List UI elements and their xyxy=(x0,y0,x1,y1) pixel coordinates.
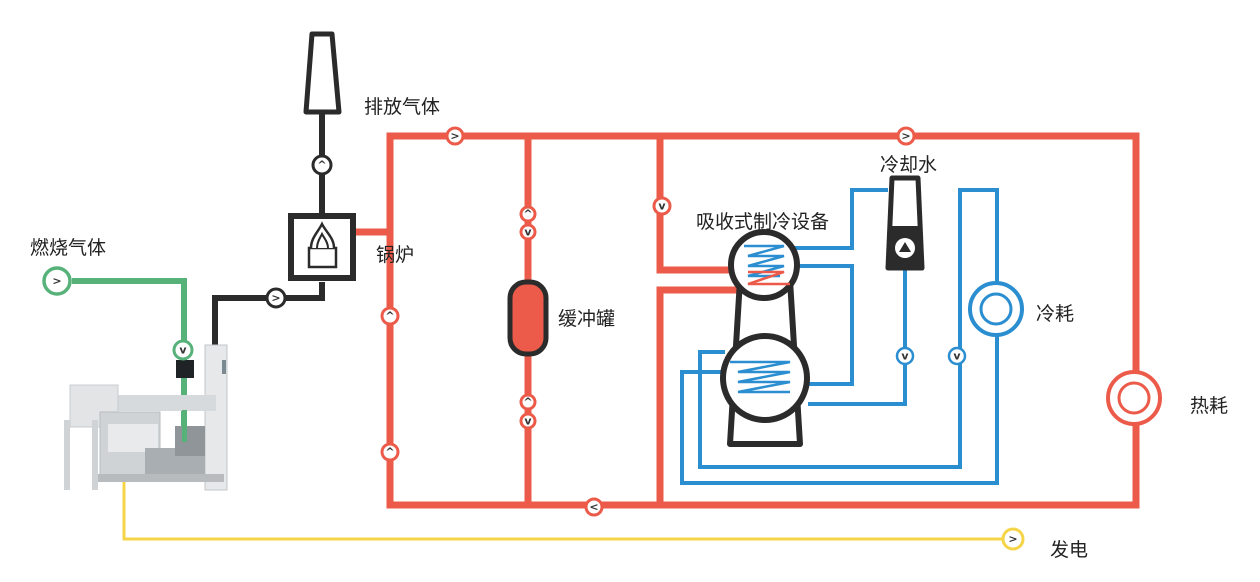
flow-valve-icon: > xyxy=(445,126,465,146)
flow-valve-icon: ^ xyxy=(380,442,400,462)
flow-valve-icon: > xyxy=(896,126,916,146)
svg-text:<: < xyxy=(589,501,598,514)
buffer-tank-label: 缓冲罐 xyxy=(558,308,616,330)
chilled-water-loop xyxy=(680,188,999,485)
boiler-label: 锅炉 xyxy=(376,244,415,266)
fuel-gas-line xyxy=(72,278,187,440)
power-line: > xyxy=(122,468,1025,551)
power-generation-label: 发电 xyxy=(1050,539,1089,561)
cooling-load-label: 冷耗 xyxy=(1036,303,1075,325)
flow-valve-icon: < xyxy=(584,497,604,517)
flow-valves: > > ^ v ^ v v ^ ^ < v v ^ > > v xyxy=(42,126,967,517)
svg-text:v: v xyxy=(901,350,909,363)
flow-valve-icon: ^ xyxy=(519,205,537,223)
flow-valve-icon: v xyxy=(172,339,194,361)
svg-text:^: ^ xyxy=(523,396,532,409)
flow-valve-icon: v xyxy=(519,412,537,430)
exhaust-stack-icon xyxy=(303,31,342,115)
flow-valve-icon: v xyxy=(519,223,537,241)
absorption-chiller-icon xyxy=(720,229,810,447)
cooling-load-icon xyxy=(968,281,1024,337)
boiler-flame-icon xyxy=(288,213,356,281)
svg-text:v: v xyxy=(524,415,532,428)
svg-text:>: > xyxy=(450,130,459,143)
flow-valve-icon: ^ xyxy=(311,154,333,176)
cooling-water-label: 冷却水 xyxy=(880,154,938,176)
svg-text:>: > xyxy=(52,275,61,288)
cooling-tower-icon xyxy=(885,175,925,271)
flow-valve-icon: ^ xyxy=(380,306,400,326)
flow-valve-icon: v xyxy=(652,196,672,216)
buffer-tank-icon xyxy=(507,279,549,357)
exhaust-gas-label: 排放气体 xyxy=(364,96,441,118)
gas-engine-unit-icon xyxy=(64,344,228,491)
svg-text:v: v xyxy=(953,350,961,363)
svg-text:>: > xyxy=(901,130,910,143)
combustion-gas-label: 燃烧气体 xyxy=(30,237,107,259)
svg-text:>: > xyxy=(1008,533,1017,546)
svg-text:v: v xyxy=(179,344,187,357)
svg-text:v: v xyxy=(658,200,666,213)
heat-load-icon xyxy=(1106,370,1162,426)
svg-text:^: ^ xyxy=(385,310,394,323)
flow-valve-icon: v xyxy=(947,346,967,366)
flow-valve-icon: ^ xyxy=(519,393,537,411)
svg-text:v: v xyxy=(524,226,532,239)
power-output-valve-icon: > xyxy=(1001,527,1025,551)
flow-valve-icon: v xyxy=(895,346,915,366)
svg-text:^: ^ xyxy=(523,208,532,221)
absorption-chiller-label: 吸收式制冷设备 xyxy=(696,211,830,233)
flow-valve-icon: > xyxy=(42,266,72,296)
svg-text:>: > xyxy=(271,292,280,305)
flow-valve-icon: > xyxy=(265,287,287,309)
heat-load-label: 热耗 xyxy=(1190,395,1229,417)
svg-text:^: ^ xyxy=(385,446,394,459)
svg-text:^: ^ xyxy=(317,159,326,172)
